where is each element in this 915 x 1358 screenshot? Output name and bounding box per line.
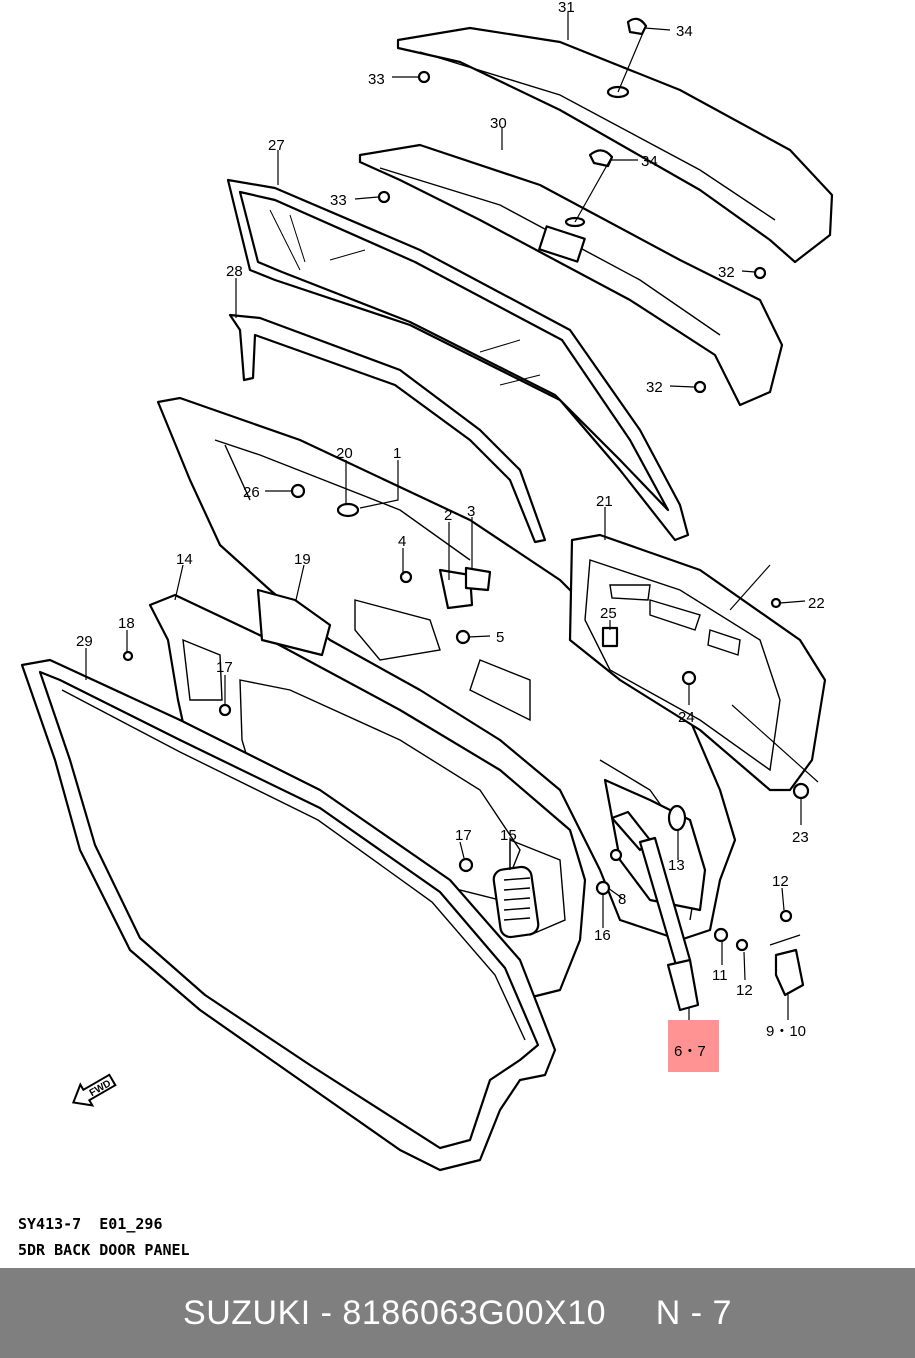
callout-18: 18	[118, 615, 135, 632]
callout-28: 28	[226, 263, 243, 280]
callout-27: 27	[268, 137, 285, 154]
callout-15: 15	[500, 827, 517, 844]
callout-13: 13	[668, 857, 685, 874]
callout-12: 12	[772, 873, 789, 890]
callout-29: 29	[76, 633, 93, 650]
callout-34: 34	[641, 153, 658, 170]
callout-1: 1	[393, 445, 401, 462]
callout-22: 22	[808, 595, 825, 612]
callout-2: 2	[444, 507, 452, 524]
callout-17: 17	[216, 659, 233, 676]
callout-32: 32	[718, 264, 735, 281]
footer-part-number: SUZUKI - 8186063G00X10 N - 7	[183, 1293, 732, 1332]
callout-labels: 31 34 33 30 27 33 34 28 32 32 20 1 26 2 …	[76, 0, 825, 1060]
part-29-weatherstrip	[20, 658, 557, 1172]
callout-6-7: 6・7	[674, 1043, 706, 1060]
callout-19: 19	[294, 551, 311, 568]
callout-24: 24	[678, 709, 695, 726]
part-2-3-bracket	[438, 566, 492, 610]
callout-23: 23	[792, 829, 809, 846]
callout-21: 21	[596, 493, 613, 510]
callout-4: 4	[398, 533, 406, 550]
highlight-box-6-7	[668, 1020, 719, 1072]
callout-12: 12	[736, 982, 753, 999]
callout-11: 11	[712, 967, 728, 984]
diagram-title: 5DR BACK DOOR PANEL	[18, 1241, 190, 1259]
callout-9-10: 9・10	[766, 1023, 806, 1040]
callout-33: 33	[368, 71, 385, 88]
fwd-arrow-icon: FWD	[71, 1073, 117, 1107]
callout-32: 32	[646, 379, 663, 396]
part-21-latch-cover	[568, 533, 827, 792]
part-6-7-gas-strut	[610, 810, 700, 1012]
callout-26: 26	[243, 484, 260, 501]
part-28-window-seal	[228, 313, 547, 544]
callout-3: 3	[467, 503, 475, 520]
exploded-view-drawing: 31 34 33 30 27 33 34 28 32 32 20 1 26 2 …	[20, 0, 834, 1172]
part-9-10-lock	[774, 948, 805, 997]
callout-34: 34	[676, 23, 693, 40]
diagram-code: SY413-7 E01_296	[18, 1215, 163, 1233]
parts-diagram: 31 34 33 30 27 33 34 28 32 32 20 1 26 2 …	[20, 0, 834, 1172]
callout-20: 20	[336, 445, 353, 462]
fwd-label: FWD	[88, 1078, 113, 1099]
callout-17: 17	[455, 827, 472, 844]
part-27-back-window-glass	[226, 178, 690, 542]
callout-25: 25	[600, 605, 617, 622]
callout-8: 8	[618, 891, 626, 908]
callout-33: 33	[330, 192, 347, 209]
part-19-pocket	[256, 588, 332, 657]
part-31-spoiler-upper	[396, 17, 834, 264]
callout-30: 30	[490, 115, 507, 132]
callout-16: 16	[594, 927, 611, 944]
callout-14: 14	[176, 551, 193, 568]
footer-bar: SUZUKI - 8186063G00X10 N - 7	[0, 1268, 915, 1358]
callout-5: 5	[496, 629, 504, 646]
part-30-spoiler-lower	[358, 143, 784, 407]
callout-31: 31	[558, 0, 575, 16]
part-15-grille	[492, 865, 540, 939]
fasteners	[122, 70, 810, 952]
leader-lines	[85, 12, 819, 1020]
